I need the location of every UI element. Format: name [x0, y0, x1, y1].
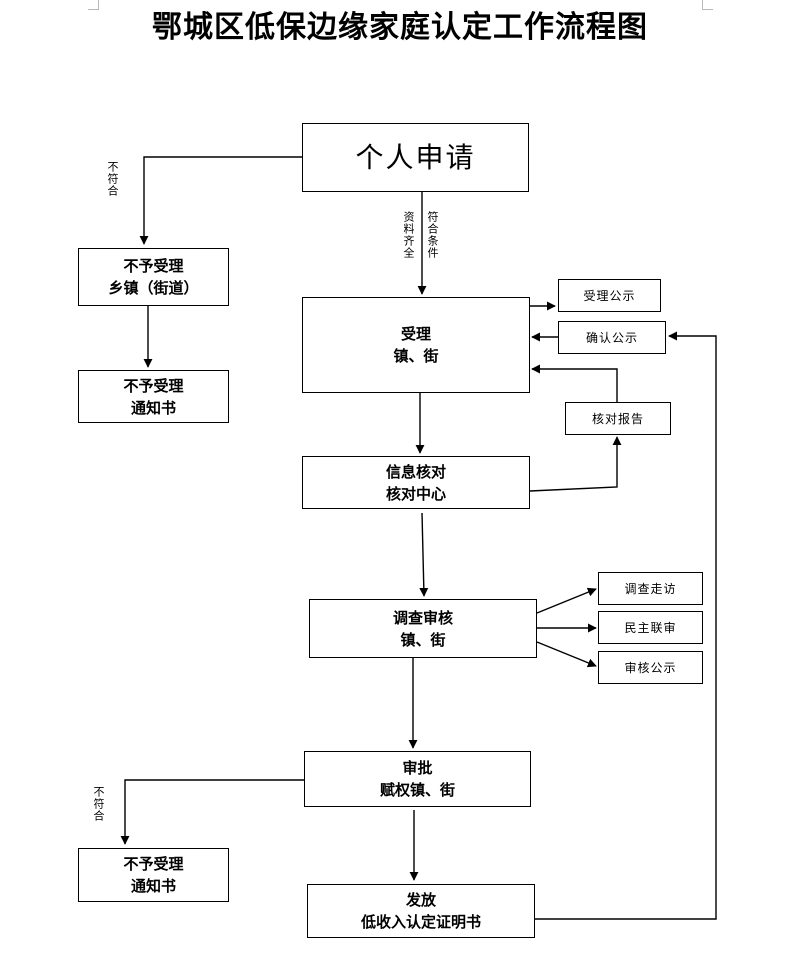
node-issue-certificate-line2: 低收入认定证明书: [360, 913, 481, 931]
node-review-public-notice: 审核公示: [598, 651, 703, 684]
node-personal-application-label: 个人申请: [355, 140, 476, 174]
edge-label-docs-complete: 资料齐全: [402, 211, 415, 259]
node-joint-review-label: 民主联审: [624, 620, 677, 635]
node-approval: 审批 赋权镇、街: [304, 751, 531, 807]
node-survey-review-line2: 镇、街: [400, 630, 446, 649]
edge-label-not-eligible-top: 不符合: [106, 161, 119, 197]
arrow-survey-to-review-public: [536, 641, 597, 668]
node-household-visit: 调查走访: [598, 572, 703, 605]
node-survey-review-line1: 调查审核: [392, 608, 453, 627]
node-info-verification-line1: 信息核对: [385, 462, 446, 481]
node-info-verification: 信息核对 核对中心: [302, 456, 530, 509]
node-reject-notice-bottom-line2: 通知书: [130, 877, 176, 895]
node-accept-public-notice-label: 受理公示: [583, 288, 636, 303]
arrow-issue-to-confirm-public: [535, 331, 717, 920]
node-approval-line1: 审批: [402, 759, 433, 777]
node-accept-line2: 镇、街: [393, 347, 439, 365]
node-verify-report: 核对报告: [565, 402, 671, 435]
node-info-verification-line2: 核对中心: [385, 484, 446, 503]
node-household-visit-label: 调查走访: [624, 581, 677, 596]
node-accept-public-notice: 受理公示: [558, 279, 661, 312]
edge-label-eligible: 符合条件: [426, 211, 439, 259]
node-reject-notice-top-line1: 不予受理: [123, 376, 184, 395]
arrow-info-verify-to-survey: [419, 512, 429, 597]
node-personal-application: 个人申请: [302, 123, 529, 192]
node-issue-certificate: 发放 低收入认定证明书: [307, 884, 535, 938]
page-corner-mark-right: [702, 0, 713, 10]
page-corner-mark-left: [88, 0, 99, 10]
arrow-report-to-accept: [531, 364, 618, 402]
node-joint-review: 民主联审: [598, 611, 703, 644]
edge-label-not-eligible-bottom: 不符合: [92, 786, 105, 822]
node-review-public-notice-label: 审核公示: [624, 660, 677, 675]
arrow-info-verify-to-report: [529, 436, 622, 492]
node-accept-line1: 受理: [400, 325, 431, 343]
arrow-survey-to-visit: [536, 587, 597, 614]
node-reject-notice-bottom: 不予受理 通知书: [78, 848, 229, 902]
node-reject-township: 不予受理 乡镇（街道）: [78, 248, 229, 306]
page-title: 鄂城区低保边缘家庭认定工作流程图: [152, 10, 648, 45]
node-confirm-public-notice: 确认公示: [558, 321, 666, 354]
node-survey-review: 调查审核 镇、街: [309, 599, 537, 658]
node-verify-report-label: 核对报告: [591, 411, 644, 426]
node-approval-line2: 赋权镇、街: [379, 781, 455, 799]
node-confirm-public-notice-label: 确认公示: [585, 330, 638, 345]
node-reject-notice-bottom-line1: 不予受理: [123, 855, 184, 873]
node-reject-notice-top-line2: 通知书: [130, 398, 176, 417]
node-issue-certificate-line1: 发放: [405, 891, 436, 909]
node-reject-township-line2: 乡镇（街道）: [108, 279, 199, 297]
node-accept: 受理 镇、街: [302, 297, 530, 393]
node-reject-township-line1: 不予受理: [123, 257, 184, 275]
node-reject-notice-top: 不予受理 通知书: [78, 370, 229, 423]
arrow-approve-to-reject-notice: [120, 779, 304, 845]
arrow-apply-to-reject-town: [139, 156, 302, 245]
